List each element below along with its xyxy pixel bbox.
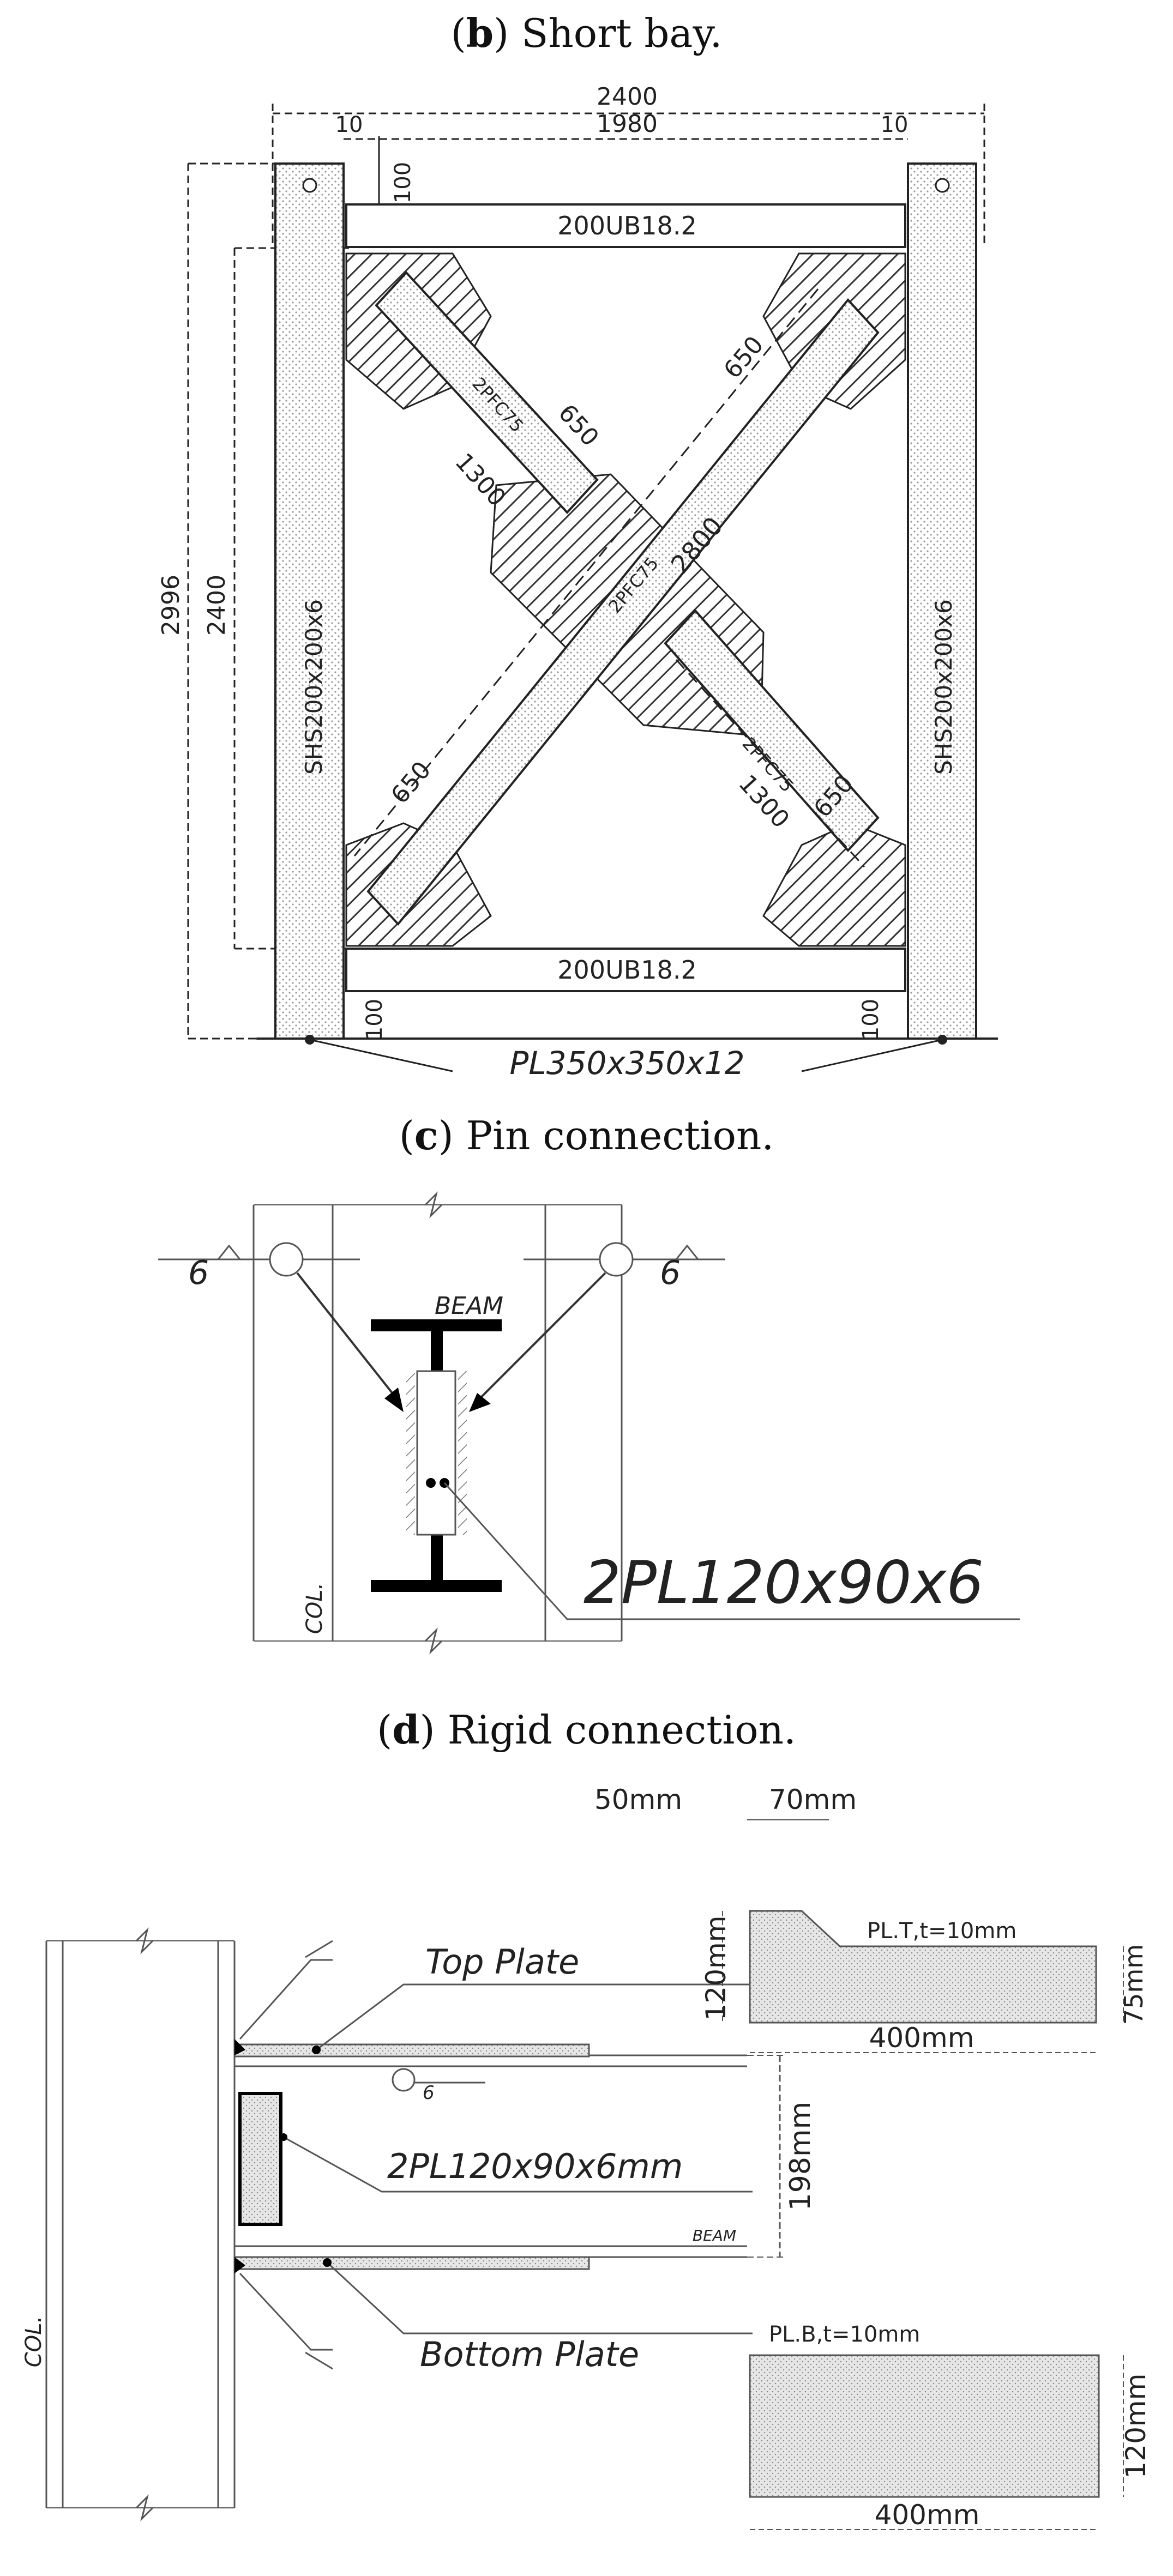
beam-bottom <box>345 948 906 992</box>
caption-letter: b <box>466 10 494 56</box>
top-plate-spec: PL.T,t=10mm <box>867 1919 1016 1944</box>
top-plate-detail <box>749 1910 1097 2024</box>
brace-lower-half <box>664 609 880 868</box>
pin-plate-label: 2PL120x90x6 <box>584 1549 984 1617</box>
brace-upper-half <box>375 271 599 514</box>
caption-short-bay: (b) Short bay. <box>450 10 723 56</box>
rigid-top-plate-label: Top Plate <box>425 1942 579 1982</box>
caption-text: Rigid connection. <box>447 1707 796 1753</box>
caption-pin-connection: (c) Pin connection. <box>399 1112 774 1159</box>
dim-total-width: 2400 <box>597 83 658 111</box>
rigid-dim-50: 50mm <box>594 1784 682 1815</box>
dim-inner-height: 2400 <box>203 575 231 636</box>
rigid-weld-size: 6 <box>423 2082 435 2104</box>
bottom-right-100: 100 <box>858 999 883 1040</box>
rigid-shear-plate <box>238 2092 282 2226</box>
column-right-label: SHS200x200x6 <box>930 599 957 775</box>
beam-bottom-label: 200UB18.2 <box>557 955 696 985</box>
rigid-top-plate <box>233 2043 590 2058</box>
pin-col-label: COL. <box>302 1583 327 1634</box>
dim-inner-width: 1980 <box>597 110 658 138</box>
rigid-col-label: COL. <box>21 2316 46 2367</box>
pin-connection-drawing: COL. BEAM 6 6 2PL120x90x6 <box>158 1191 1020 1655</box>
rigid-plate-label: 2PL120x90x6mm <box>387 2146 683 2186</box>
rigid-bottom-plate <box>233 2256 590 2270</box>
rigid-dim-70: 70mm <box>769 1784 857 1815</box>
dim-gap-right: 10 <box>881 112 909 137</box>
base-plate-label: PL350x350x12 <box>509 1045 744 1079</box>
gusset-bottom-right <box>762 822 906 947</box>
beam-top <box>345 203 906 248</box>
rigid-bottom-plate-label: Bottom Plate <box>420 2334 639 2374</box>
bottom-left-100: 100 <box>362 999 387 1040</box>
caption-letter: c <box>414 1112 438 1159</box>
rigid-beam-depth: 198mm <box>784 2102 817 2211</box>
caption-rigid-connection: (d) Rigid connection. <box>377 1706 796 1753</box>
caption-text: Pin connection. <box>466 1113 774 1159</box>
bottom-plate-spec: PL.B,t=10mm <box>769 2322 920 2347</box>
top-plate-end: 75mm <box>1119 1944 1148 2025</box>
top-plate-length: 400mm <box>869 2022 975 2054</box>
column-left <box>274 162 345 1040</box>
caption-letter: d <box>392 1706 420 1753</box>
beam-top-label: 200UB18.2 <box>557 211 696 240</box>
dim-seg-650-b: 650 <box>718 331 769 384</box>
caption-text: Short bay. <box>521 10 723 56</box>
column-left-label: SHS200x200x6 <box>300 599 327 775</box>
bottom-plate-detail <box>749 2354 1100 2498</box>
top-plate-height: 120mm <box>700 1916 732 2021</box>
pin-plate <box>416 1370 456 1536</box>
column-right <box>907 162 977 1040</box>
rigid-connection-drawing: COL. BEAM Top Plate 6 2PL120x90x6mm <box>21 1784 1152 2531</box>
dim-gap-left: 10 <box>335 112 363 137</box>
pin-weld-left: 6 <box>188 1254 209 1292</box>
dim-top-offset: 100 <box>390 162 416 203</box>
brace-main <box>353 288 880 926</box>
pin-weld-right: 6 <box>660 1254 681 1292</box>
bottom-plate-length: 400mm <box>875 2499 980 2531</box>
short-bay-drawing: 2400 1980 10 10 100 2996 2400 <box>157 83 998 1079</box>
rigid-beam-label: BEAM <box>693 2227 736 2245</box>
pin-beam-label: BEAM <box>435 1292 503 1320</box>
bottom-plate-height: 120mm <box>1120 2374 1152 2479</box>
dim-total-height: 2996 <box>157 575 185 636</box>
